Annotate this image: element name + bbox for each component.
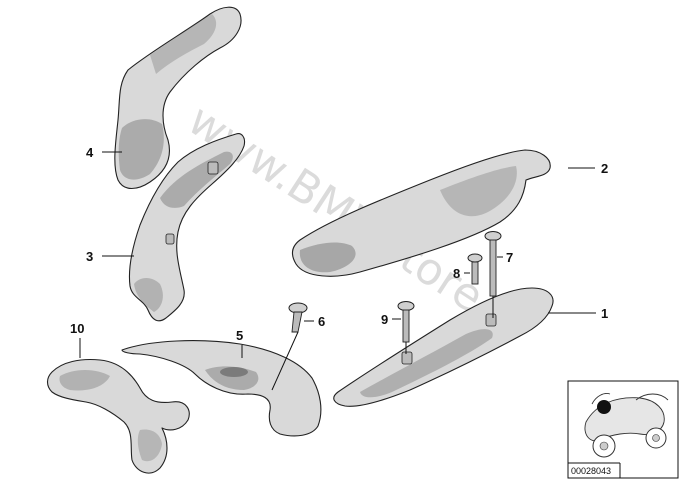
screw-8[interactable]	[467, 253, 483, 285]
part-2-long-cover[interactable]	[291, 149, 551, 277]
callout-9: 9	[381, 312, 388, 327]
part-4-upper-cover[interactable]	[114, 6, 242, 190]
inset-thumbnail: 00028043	[567, 380, 679, 479]
part-1-lower-cover[interactable]	[333, 287, 554, 407]
motorcycle-icon	[584, 393, 669, 458]
leader-lines	[79, 151, 596, 391]
callout-4: 4	[86, 145, 94, 160]
callout-6: 6	[318, 314, 325, 329]
reference-number: 00028043	[571, 466, 611, 476]
callout-3: 3	[86, 249, 93, 264]
location-marker-icon	[597, 400, 611, 414]
callout-10: 10	[70, 321, 84, 336]
callout-1: 1	[601, 306, 608, 321]
screw-6[interactable]	[288, 302, 308, 333]
callout-8: 8	[453, 266, 460, 281]
part-10-rear-bracket[interactable]	[46, 358, 190, 474]
callout-5: 5	[236, 328, 243, 343]
callout-2: 2	[601, 161, 608, 176]
callout-7: 7	[506, 250, 513, 265]
callouts: 4 3 2 1 5 10 6 7 8 9	[70, 145, 608, 343]
part-3-side-bracket[interactable]	[128, 133, 246, 322]
screw-9[interactable]	[397, 301, 415, 343]
part-5-center-carrier[interactable]	[121, 340, 322, 437]
